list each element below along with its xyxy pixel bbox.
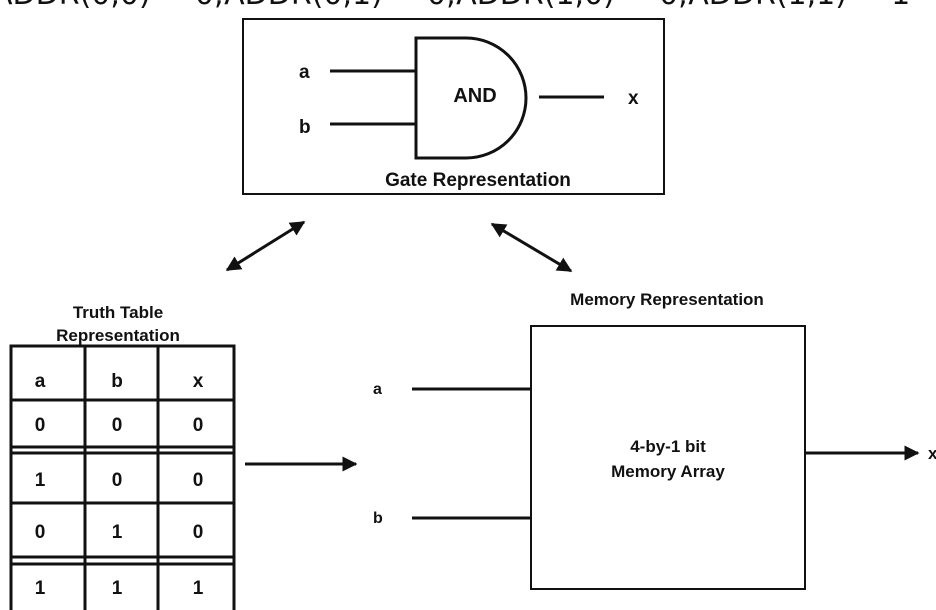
memory-output-label: x [928,444,936,463]
truth-table-cell: 0 [112,415,123,436]
gate-and-label: AND [453,85,496,107]
gate-output-label: x [628,88,639,109]
truth-table-frame [9,344,236,610]
truth-table-cell: 1 [35,578,46,599]
truth-table-cell: 0 [193,470,204,491]
gate-representation-panel: a b AND x Gate Representation [242,18,665,195]
gate-memory-double-arrow [490,222,573,273]
truth-table-cell: 1 [193,578,204,599]
truth-table-cell: 1 [35,470,46,491]
memory-array-line1: 4-by-1 bit [630,437,706,456]
truth-table-cell: 0 [35,415,46,436]
truth-table-header-x: x [193,371,204,392]
truth-table-cell: 0 [112,470,123,491]
and-gate-symbol [414,36,528,160]
gate-input-a-label: a [299,62,310,83]
memory-input-a-label: a [373,381,382,398]
truth-table-title-line2: Representation [56,326,180,345]
memory-input-b-label: b [373,510,383,527]
truth-table-title-line1: Truth Table [73,303,163,322]
gate-truth-table-double-arrow [225,220,306,272]
truth-table-panel: Truth Table Representation a b x 0 0 0 1… [9,303,236,610]
memory-array-box [530,325,806,590]
truth-table-cell: 0 [193,522,204,543]
memory-array-line2: Memory Array [611,462,725,481]
truth-table-cell: 0 [35,522,46,543]
address-header-text: ADDR(0,0) = 0;ADDR(0,1) = 0;ADDR(1,0) = … [0,0,910,12]
memory-representation-panel: Memory Representation a b 4-by-1 bit Mem… [373,290,936,590]
truth-table-header-a: a [35,371,46,392]
truth-table-cell: 1 [112,578,123,599]
truth-table-header-b: b [111,371,123,392]
memory-title: Memory Representation [570,290,764,309]
gate-caption: Gate Representation [385,170,571,191]
truth-table-cell: 0 [193,415,204,436]
gate-input-b-label: b [299,117,311,138]
truth-table-cell: 1 [112,522,123,543]
